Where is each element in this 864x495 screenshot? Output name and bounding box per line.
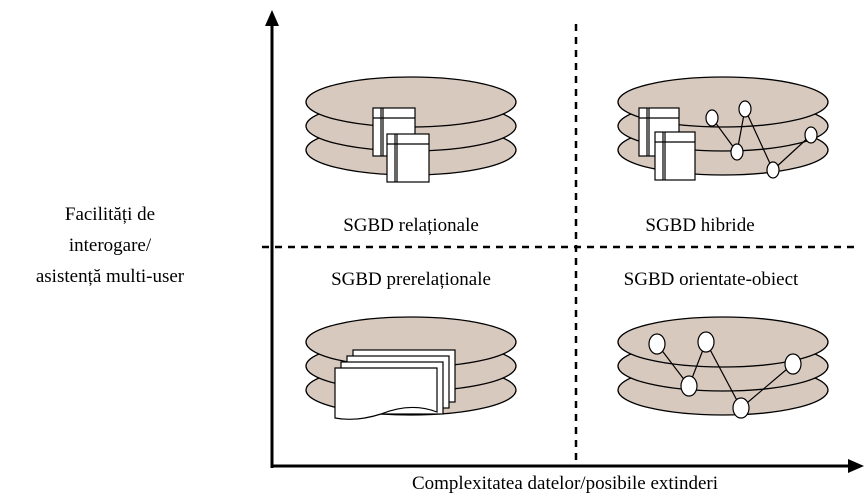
object-graph-icon — [705, 100, 818, 179]
relational-db-icon — [305, 76, 517, 183]
table-icon — [386, 133, 430, 183]
documents-icon — [334, 349, 456, 420]
quadrant-label-hybrid: SGBD hibride — [645, 215, 754, 236]
hybrid-db-icon — [617, 76, 829, 181]
y-axis-label-line-1: Facilități de — [65, 204, 155, 225]
y-axis-label-line-2: interogare/ — [69, 235, 152, 256]
object-graph-icon — [648, 331, 802, 419]
y-axis-arrowhead — [265, 10, 279, 26]
object-oriented-db-icon — [617, 316, 829, 419]
quadrant-label-prerelational: SGBD prerelaționale — [331, 269, 491, 290]
quadrant-label-object-oriented: SGBD orientate-obiect — [624, 269, 799, 290]
x-axis-arrowhead — [848, 459, 864, 473]
x-axis-label: Complexitatea datelor/posibile extinderi — [412, 473, 718, 494]
prerelational-db-icon — [305, 316, 517, 420]
quadrant-label-relational: SGBD relaționale — [343, 215, 479, 236]
table-icon — [654, 131, 696, 181]
y-axis-label-line-3: asistență multi-user — [36, 266, 185, 287]
